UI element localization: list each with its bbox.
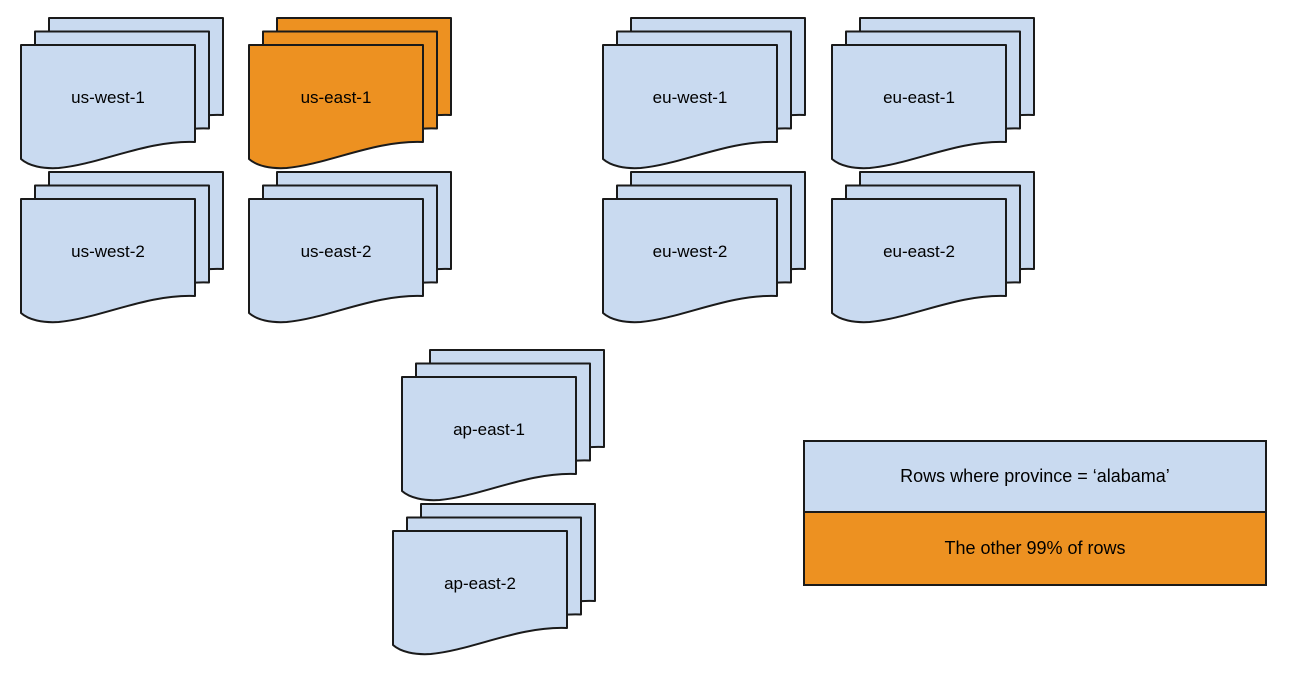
region-stack-us-west-2[interactable] [20, 171, 224, 324]
document-sheet-front [401, 376, 577, 502]
document-stack-shape [602, 17, 806, 170]
document-sheet-front [248, 44, 424, 170]
region-stack-us-east-2[interactable] [248, 171, 452, 324]
document-stack-shape [248, 171, 452, 324]
legend-row-legend-highlight: The other 99% of rows [805, 513, 1265, 584]
legend-label: Rows where province = ‘alabama’ [900, 466, 1170, 486]
document-sheet-front [831, 198, 1007, 324]
document-sheet-front [392, 530, 568, 656]
document-stack-shape [831, 17, 1035, 170]
document-sheet-front [20, 198, 196, 324]
document-sheet-front [20, 44, 196, 170]
document-sheet-front [602, 44, 778, 170]
region-stack-us-east-1[interactable] [248, 17, 452, 170]
region-stack-us-west-1[interactable] [20, 17, 224, 170]
region-stack-eu-east-1[interactable] [831, 17, 1035, 170]
document-stack-shape [392, 503, 596, 656]
document-stack-shape [20, 17, 224, 170]
document-sheet-front [248, 198, 424, 324]
document-stack-shape [401, 349, 605, 502]
document-sheet-front [602, 198, 778, 324]
region-stack-eu-west-2[interactable] [602, 171, 806, 324]
document-stack-shape [602, 171, 806, 324]
document-stack-shape [20, 171, 224, 324]
region-stack-ap-east-2[interactable] [392, 503, 596, 656]
document-stack-shape [248, 17, 452, 170]
legend-label: The other 99% of rows [944, 538, 1126, 558]
region-stack-ap-east-1[interactable] [401, 349, 605, 502]
region-stack-eu-east-2[interactable] [831, 171, 1035, 324]
region-stack-eu-west-1[interactable] [602, 17, 806, 170]
document-sheet-front [831, 44, 1007, 170]
legend-row-legend-normal: Rows where province = ‘alabama’ [805, 442, 1265, 513]
legend: Rows where province = ‘alabama’ The other… [803, 440, 1267, 586]
document-stack-shape [831, 171, 1035, 324]
